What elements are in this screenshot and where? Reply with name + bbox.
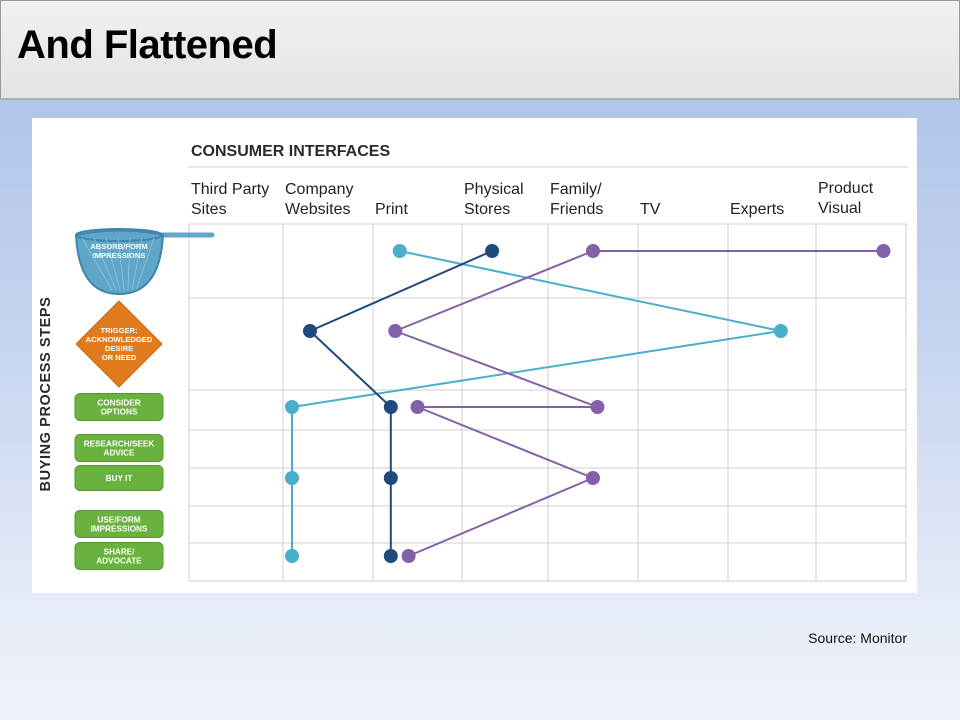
path-point xyxy=(590,400,605,414)
slide-title: And Flattened xyxy=(17,23,278,67)
step-label: SHARE/ xyxy=(104,547,136,556)
path-line xyxy=(394,250,884,557)
column-header-line2: Sites xyxy=(191,201,227,218)
column-header-line2: Websites xyxy=(285,201,351,218)
step-label: IMPRESSIONS xyxy=(93,251,146,260)
path-light_blue xyxy=(285,244,788,563)
section-title: CONSUMER INTERFACES xyxy=(191,143,390,160)
net-mesh xyxy=(93,237,117,291)
column-header: Experts xyxy=(730,201,784,218)
column-header-line1: Third Party xyxy=(191,181,269,198)
path-point xyxy=(285,549,299,563)
column-header-line1: Physical xyxy=(464,181,524,198)
path-point xyxy=(392,244,407,258)
step-label: ADVOCATE xyxy=(96,556,142,565)
interaction-paths xyxy=(285,244,891,563)
step-pill xyxy=(74,510,164,538)
path-point xyxy=(388,324,403,338)
column-header-line2: Visual xyxy=(818,200,861,217)
step-label: IMPRESSIONS xyxy=(91,524,148,533)
step-label: RESEARCH/SEEK xyxy=(84,439,155,448)
net-mesh xyxy=(117,237,125,291)
path-point xyxy=(773,324,788,338)
path-line xyxy=(309,250,493,556)
net-mesh xyxy=(105,237,121,291)
column-header-line2: Experts xyxy=(730,201,784,218)
step-label: ADVICE xyxy=(104,448,135,457)
grid xyxy=(188,223,907,582)
process-step: BUY IT xyxy=(74,465,164,491)
step-label: CONSIDER xyxy=(97,398,140,407)
path-point xyxy=(383,471,398,485)
step-label: USE/FORM xyxy=(97,515,140,524)
step-label: ABSORB/FORM xyxy=(90,242,147,251)
source-note: Source: Monitor xyxy=(808,630,907,646)
process-steps: ABSORB/FORMIMPRESSIONSTRIGGER:ACKNOWLEDG… xyxy=(74,228,215,570)
step-label: TRIGGER: xyxy=(100,326,137,335)
column-header-line2: Friends xyxy=(550,201,603,218)
net-mesh xyxy=(135,237,155,291)
consumer-interfaces-diagram: CONSUMER INTERFACES BUYING PROCESS STEPS… xyxy=(38,143,908,582)
net-rim xyxy=(75,228,163,242)
column-header: Print xyxy=(375,201,408,218)
path-point xyxy=(303,324,317,338)
column-header-line1: Family/ xyxy=(550,181,602,198)
path-point xyxy=(383,549,398,563)
step-label: DESIRE xyxy=(105,344,133,353)
path-point xyxy=(410,400,425,414)
step-label: OR NEED xyxy=(102,353,137,362)
path-dark_blue xyxy=(303,244,500,563)
path-point xyxy=(876,244,891,258)
path-point xyxy=(285,471,299,485)
step-label: BUY IT xyxy=(106,474,133,483)
step-pill xyxy=(74,434,164,462)
path-point xyxy=(383,400,398,414)
path-point xyxy=(485,244,500,258)
path-point xyxy=(586,244,600,258)
process-step: SHARE/ADVOCATE xyxy=(74,542,164,570)
net-mesh xyxy=(131,237,143,291)
column-header-line2: TV xyxy=(640,201,661,218)
net-mesh xyxy=(81,237,113,291)
step-label: OPTIONS xyxy=(101,407,138,416)
step-pill xyxy=(74,542,164,570)
column-header: Family/Friends xyxy=(550,181,603,218)
step-pill xyxy=(74,465,164,491)
net-mesh xyxy=(127,237,131,291)
path-purple xyxy=(388,244,891,563)
side-title: BUYING PROCESS STEPS xyxy=(38,297,54,492)
column-header-line1: Product xyxy=(818,180,874,197)
path-line xyxy=(291,250,782,556)
step-label: ACKNOWLEDGED xyxy=(86,335,153,344)
path-point xyxy=(586,471,600,485)
column-header: TV xyxy=(640,201,661,218)
diagram-panel: CONSUMER INTERFACES BUYING PROCESS STEPS… xyxy=(32,118,917,593)
slide-header: And Flattened xyxy=(0,0,960,100)
path-point xyxy=(401,549,416,563)
column-header-line2: Stores xyxy=(464,201,510,218)
column-header-line2: Print xyxy=(375,201,408,218)
column-header-line1: Company xyxy=(285,181,353,198)
path-point xyxy=(285,400,299,414)
trigger-diamond xyxy=(75,300,163,388)
step-pill xyxy=(74,393,164,421)
